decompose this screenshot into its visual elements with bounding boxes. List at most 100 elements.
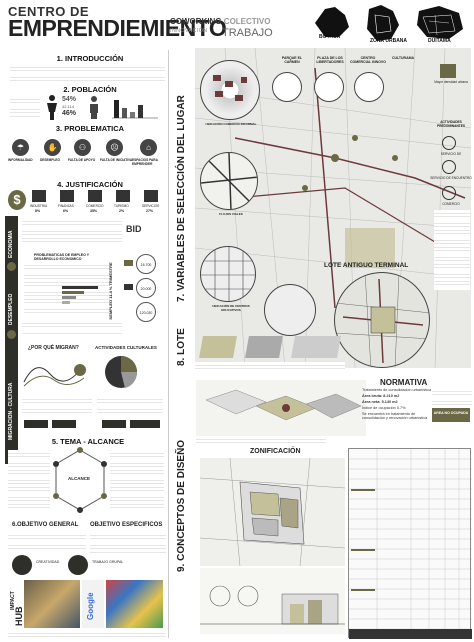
side-label-economia: ECONOMIA (8, 230, 14, 259)
label-culturama: CULTURAMA (391, 56, 415, 60)
conceptos-legend (196, 436, 326, 444)
label-servicio: SERVICIO DE (440, 152, 462, 156)
servicio-icon (442, 136, 456, 150)
photo-interior-1 (24, 580, 80, 628)
label-comercio-right: COMERCIO (442, 202, 460, 206)
cultura-title: ACTIVIDADES CULTURALES (95, 345, 157, 350)
legend-olive (124, 260, 133, 266)
side-category-bar (5, 216, 18, 464)
zoom-circle-comercio (200, 60, 260, 120)
title-line2: EMPRENDIEMIENTO (8, 15, 227, 41)
label-desempleo: DESEMPLEO (40, 158, 61, 162)
right-notes (434, 210, 470, 290)
label-informalidad: INFORMALIDAD (8, 158, 33, 162)
espacios-icon: ⌂ (140, 139, 157, 156)
lote-diagram-2 (245, 336, 283, 358)
pct-servicios: 27% (146, 209, 154, 213)
photo-interior-2 (106, 580, 163, 628)
section-normativa: NORMATIVA (380, 378, 428, 387)
trabajo-grupal-label: TRABAJO GRUPAL (92, 560, 124, 564)
section-poblacion: 2. POBLACIÓN (63, 85, 117, 94)
turismo-icon (116, 190, 130, 202)
pct-finanzas: 6% (63, 209, 69, 213)
alcance-text-right (110, 450, 164, 512)
label-innovo: CENTRO COMERCIAL INNOVO (350, 56, 386, 64)
dollar-icon: $ (8, 190, 26, 210)
migran-tag-1 (24, 420, 48, 428)
normativa-item-4: Índice de ocupación 0.7% (362, 406, 406, 410)
migran-text (22, 396, 92, 416)
label-encuentro: SERVICIO DE ENCUENTRO (430, 176, 472, 180)
conceptos-isometric (196, 380, 366, 436)
region-zona-urbana: ZONA URBANA (370, 38, 408, 44)
circle-parque (272, 72, 302, 102)
person-icon-2 (90, 96, 98, 119)
normativa-item-3: Área neta: 5.140 m2 (362, 400, 398, 404)
normativa-notes (432, 388, 472, 408)
region-duitama: DUITAMA (428, 38, 451, 44)
section-objetivos-especificos: OBJETIVO ESPECIFICOS (90, 522, 163, 528)
title-line1: CENTRO DE (8, 4, 90, 19)
google-logo-block: Google (82, 580, 104, 628)
migran-question: ¿POR QUÉ MIGRAN? (28, 345, 79, 351)
section-alcance: 5. TEMA - ALCANCE (51, 437, 125, 446)
zoom-circle-flujos (200, 152, 258, 210)
lote-antiguo-title: LOTE ANTIGUO TERMINAL (324, 262, 409, 269)
section-objetivo-general: 6.OBJETIVO GENERAL (12, 522, 79, 528)
servicios-icon (144, 190, 158, 202)
cultura-tag-1 (102, 420, 126, 428)
pct-comercio: 35% (90, 209, 98, 213)
stat-circle-2: 20.000 (136, 278, 156, 298)
industria-icon (32, 190, 46, 202)
bid-logo: BID (126, 224, 142, 234)
problemas-title: PROBLEMATICAS DE EMPLEO Y DESARROLLO ECO… (34, 253, 90, 261)
circle-innovo (354, 72, 384, 102)
boyaca-map-shape (315, 7, 349, 37)
trabajo-label: TRABAJO (222, 27, 273, 39)
subtitle-coworking: COWORKING COLECTIVO (170, 17, 270, 26)
label-plaza: PLAZA DE LOS LIBERTADORES (316, 56, 344, 64)
alcance-hexagon (53, 447, 107, 513)
density-icon (440, 64, 456, 78)
hub-label: HUB (14, 606, 24, 627)
label-iniciativa: FALTA DE INICIATIVA (100, 158, 133, 162)
chart-icon (7, 262, 16, 271)
person-icon (47, 95, 57, 120)
lote-diagram-3 (291, 336, 341, 358)
impact-hub-logo: IMPACT HUB (8, 580, 24, 628)
section-variables: 7. VARIABLES DE SELECCIÓN DEL LUGAR (176, 95, 187, 302)
section-conceptos: 9. CONCEPTOS DE DISEÑO (176, 439, 187, 572)
sector-turismo: TURISMO (114, 204, 129, 208)
zonificacion-plan (199, 457, 346, 567)
sector-comercio: COMERCIO (86, 204, 104, 208)
cultura-pie-chart (105, 356, 138, 388)
pop-count: 42.114 (62, 104, 74, 109)
alcance-center: ALCANCE (68, 476, 90, 481)
desempleo-text (22, 320, 122, 334)
coworking-label: COWORKING (170, 17, 222, 26)
problematica-icons: ☂ ✋ ⚇ ☹ ⌂ INFORMALIDAD DESEMPLEO FALTA D… (8, 135, 166, 166)
sector-industria: INDUSTRIA (30, 204, 48, 208)
google-label: Google (86, 592, 95, 620)
footer-photos: IMPACT HUB Google (8, 580, 163, 628)
poblacion-text (10, 96, 40, 118)
desempleo-bars (62, 286, 98, 304)
economia-text (22, 218, 122, 246)
section-introduccion: 1. INTRODUCCIÓN (56, 54, 124, 63)
normativa-item-2: Área bruta: 8.210 m2 (362, 394, 400, 398)
label-educativos: UBICACIÓN DE CENTROS EDUCATIVOS (212, 304, 250, 312)
sector-servicios: SERVICIOS (142, 204, 160, 208)
pct-turismo: 2% (119, 209, 125, 213)
area-table (348, 448, 472, 639)
sector-finanzas: FINANZAS (58, 204, 74, 208)
desempleo-rate: DESEMPLEO 11.4 % TRIMESTRE (108, 262, 113, 325)
label-falta-apoyo: FALTA DE APOYO (68, 158, 96, 162)
stat-circle-1: 16.700 (136, 254, 156, 274)
section-lote: 8. LOTE (176, 328, 187, 366)
left-column (5, 50, 169, 638)
label-actividades: ACTIVIDADES PREDOMINANTES (437, 120, 465, 128)
cultura-tag-2 (130, 420, 160, 428)
pct-industria: 8% (35, 209, 41, 213)
innovacion-label: INNOVACIÓN (170, 28, 208, 34)
lote-diagrams (195, 332, 345, 376)
